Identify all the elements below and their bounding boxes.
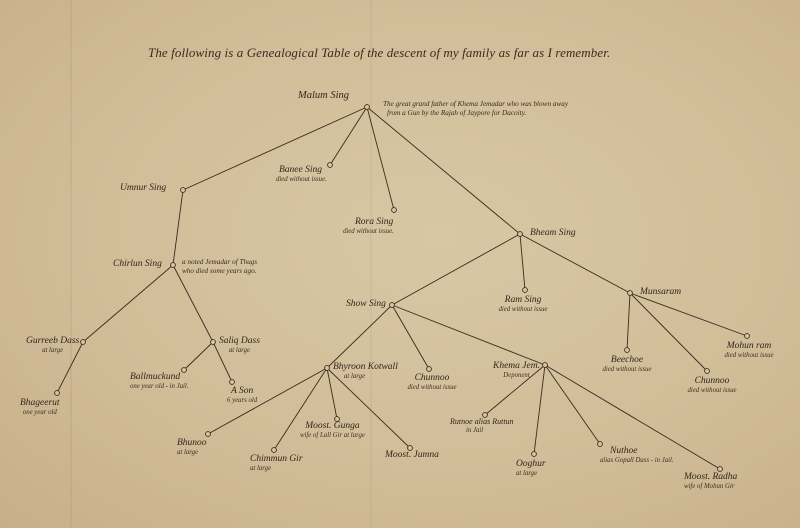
person-beechoe: Beechoe died without issue — [602, 355, 651, 374]
person-name: Bheam Sing — [530, 228, 576, 238]
person-bhageerut: Bhageerut one year old — [20, 398, 60, 417]
person-note: a noted Jemadar of Thugs — [182, 258, 258, 266]
person-name: Beechoe — [610, 355, 644, 365]
person-bhyroon-kotwall: Bhyroon Kotwall at large — [333, 362, 398, 381]
paper-fold — [370, 0, 372, 528]
person-name: Umnur Sing — [120, 183, 167, 193]
paper-fold — [70, 0, 72, 528]
person-note: died without issue — [687, 387, 737, 394]
person-name: Chirlun Sing — [113, 259, 162, 269]
person-note: 6 years old — [227, 397, 258, 404]
person-name: Ram Sing — [504, 295, 542, 305]
person-chirlun-sing: Chirlun Sing — [113, 259, 162, 270]
person-note: one year old — [22, 409, 57, 416]
person-note: at large — [228, 347, 250, 354]
root-note: The great grand father of Khema Jemadar … — [383, 100, 568, 118]
person-name: Saliq Dass — [219, 336, 260, 346]
person-chunnoo-show: Chunnoo died without issue — [407, 373, 456, 392]
person-name: Bhyroon Kotwall — [333, 362, 398, 372]
person-ram-sing: Ram Sing died without issue — [498, 295, 547, 314]
person-note: wife of Mohun Gir — [684, 483, 735, 490]
person-moost-radha: Moost. Radha wife of Mohun Gir — [684, 472, 737, 491]
person-name: A Son — [230, 386, 254, 396]
person-khema-jemadar: Khema Jem. Deponent — [493, 361, 540, 380]
person-note: who died some years ago. — [182, 267, 257, 275]
person-bhunoo: Bhunoo at large — [177, 438, 207, 457]
person-moost-gunga: Moost. Gunga wife of Lall Gir at large — [300, 421, 365, 440]
person-gurreeb-dass: Gurreeb Dass at large — [26, 336, 79, 355]
person-rutnoe: Rutnoe alias Ruttun in Jail — [450, 416, 514, 435]
person-note: Deponent — [503, 372, 530, 379]
person-name: Ooghur — [516, 459, 546, 469]
root-note-line: The great grand father of Khema Jemadar … — [383, 100, 569, 108]
person-chimmun-gir: Chimmun Gir at large — [250, 454, 303, 473]
person-name: Chunnoo — [414, 373, 450, 383]
person-name: Rora Sing — [355, 217, 394, 227]
person-name: Bhageerut — [20, 398, 60, 408]
person-note: at large — [344, 373, 366, 380]
person-name: Malum Sing — [298, 90, 350, 101]
person-munsaram: Munsaram — [640, 287, 681, 298]
person-ooghur: Ooghur at large — [516, 459, 546, 478]
person-name: Banee Sing — [279, 165, 323, 175]
person-name: Munsaram — [640, 287, 682, 297]
person-note: in Jail — [466, 427, 484, 434]
person-note: died without issue. — [276, 176, 327, 183]
person-name: Chunnoo — [694, 376, 730, 386]
person-note: one year old - in Jail. — [130, 383, 189, 390]
person-moost-jumna: Moost. Jumna — [385, 450, 439, 461]
person-a-son: A Son 6 years old — [227, 386, 257, 405]
document-title: The following is a Genealogical Table of… — [148, 45, 611, 60]
person-note: wife of Lall Gir at large — [300, 432, 365, 439]
person-name: Show Sing — [346, 299, 386, 309]
person-note: at large — [250, 465, 272, 472]
person-banee-sing: Banee Sing died without issue. — [276, 165, 327, 184]
person-nuthoe: Nuthoe alias Gopall Dass - in Jail. — [600, 446, 674, 465]
person-name: Mohun ram — [726, 341, 772, 351]
person-note: died without issue — [602, 366, 652, 373]
person-name: Bhunoo — [177, 438, 207, 448]
person-name: Rutnoe alias Ruttun — [450, 417, 514, 426]
person-name: Gurreeb Dass — [26, 336, 80, 346]
person-bheam-sing: Bheam Sing — [530, 228, 576, 239]
person-umnur-sing: Umnur Sing — [120, 183, 166, 194]
person-malum-sing: Malum Sing — [298, 90, 349, 101]
chirlun-note: a noted Jemadar of Thugs who died some y… — [182, 258, 257, 276]
person-name: Ballmuckund — [130, 372, 181, 382]
person-ballmuckund: Ballmuckund one year old - in Jail. — [130, 372, 189, 391]
person-mohun-ram: Mohun ram died without issue — [724, 341, 773, 360]
person-saliq-dass: Saliq Dass at large — [219, 336, 260, 355]
person-rora-sing: Rora Sing died without issue. — [343, 217, 394, 236]
person-note: at large — [42, 347, 64, 354]
person-note: died without issue — [724, 352, 774, 359]
person-name: Chimmun Gir — [250, 454, 303, 464]
person-note: died without issue — [407, 384, 457, 391]
person-show-sing: Show Sing — [346, 299, 386, 310]
person-note: alias Gopall Dass - in Jail. — [600, 457, 674, 464]
person-name: Moost. Radha — [684, 472, 738, 482]
person-note: at large — [177, 449, 199, 456]
person-name: Khema Jem. — [493, 361, 540, 371]
person-note: died without issue — [498, 306, 548, 313]
person-note: at large — [516, 470, 538, 477]
person-chunnoo-munsaram: Chunnoo died without issue — [687, 376, 736, 395]
root-note-line: from a Gun by the Rajah of Jaypore for D… — [387, 109, 527, 117]
person-note: died without issue. — [343, 228, 394, 235]
person-name: Moost. Gunga — [305, 421, 360, 431]
person-name: Moost. Jumna — [385, 450, 439, 460]
person-name: Nuthoe — [610, 446, 638, 456]
